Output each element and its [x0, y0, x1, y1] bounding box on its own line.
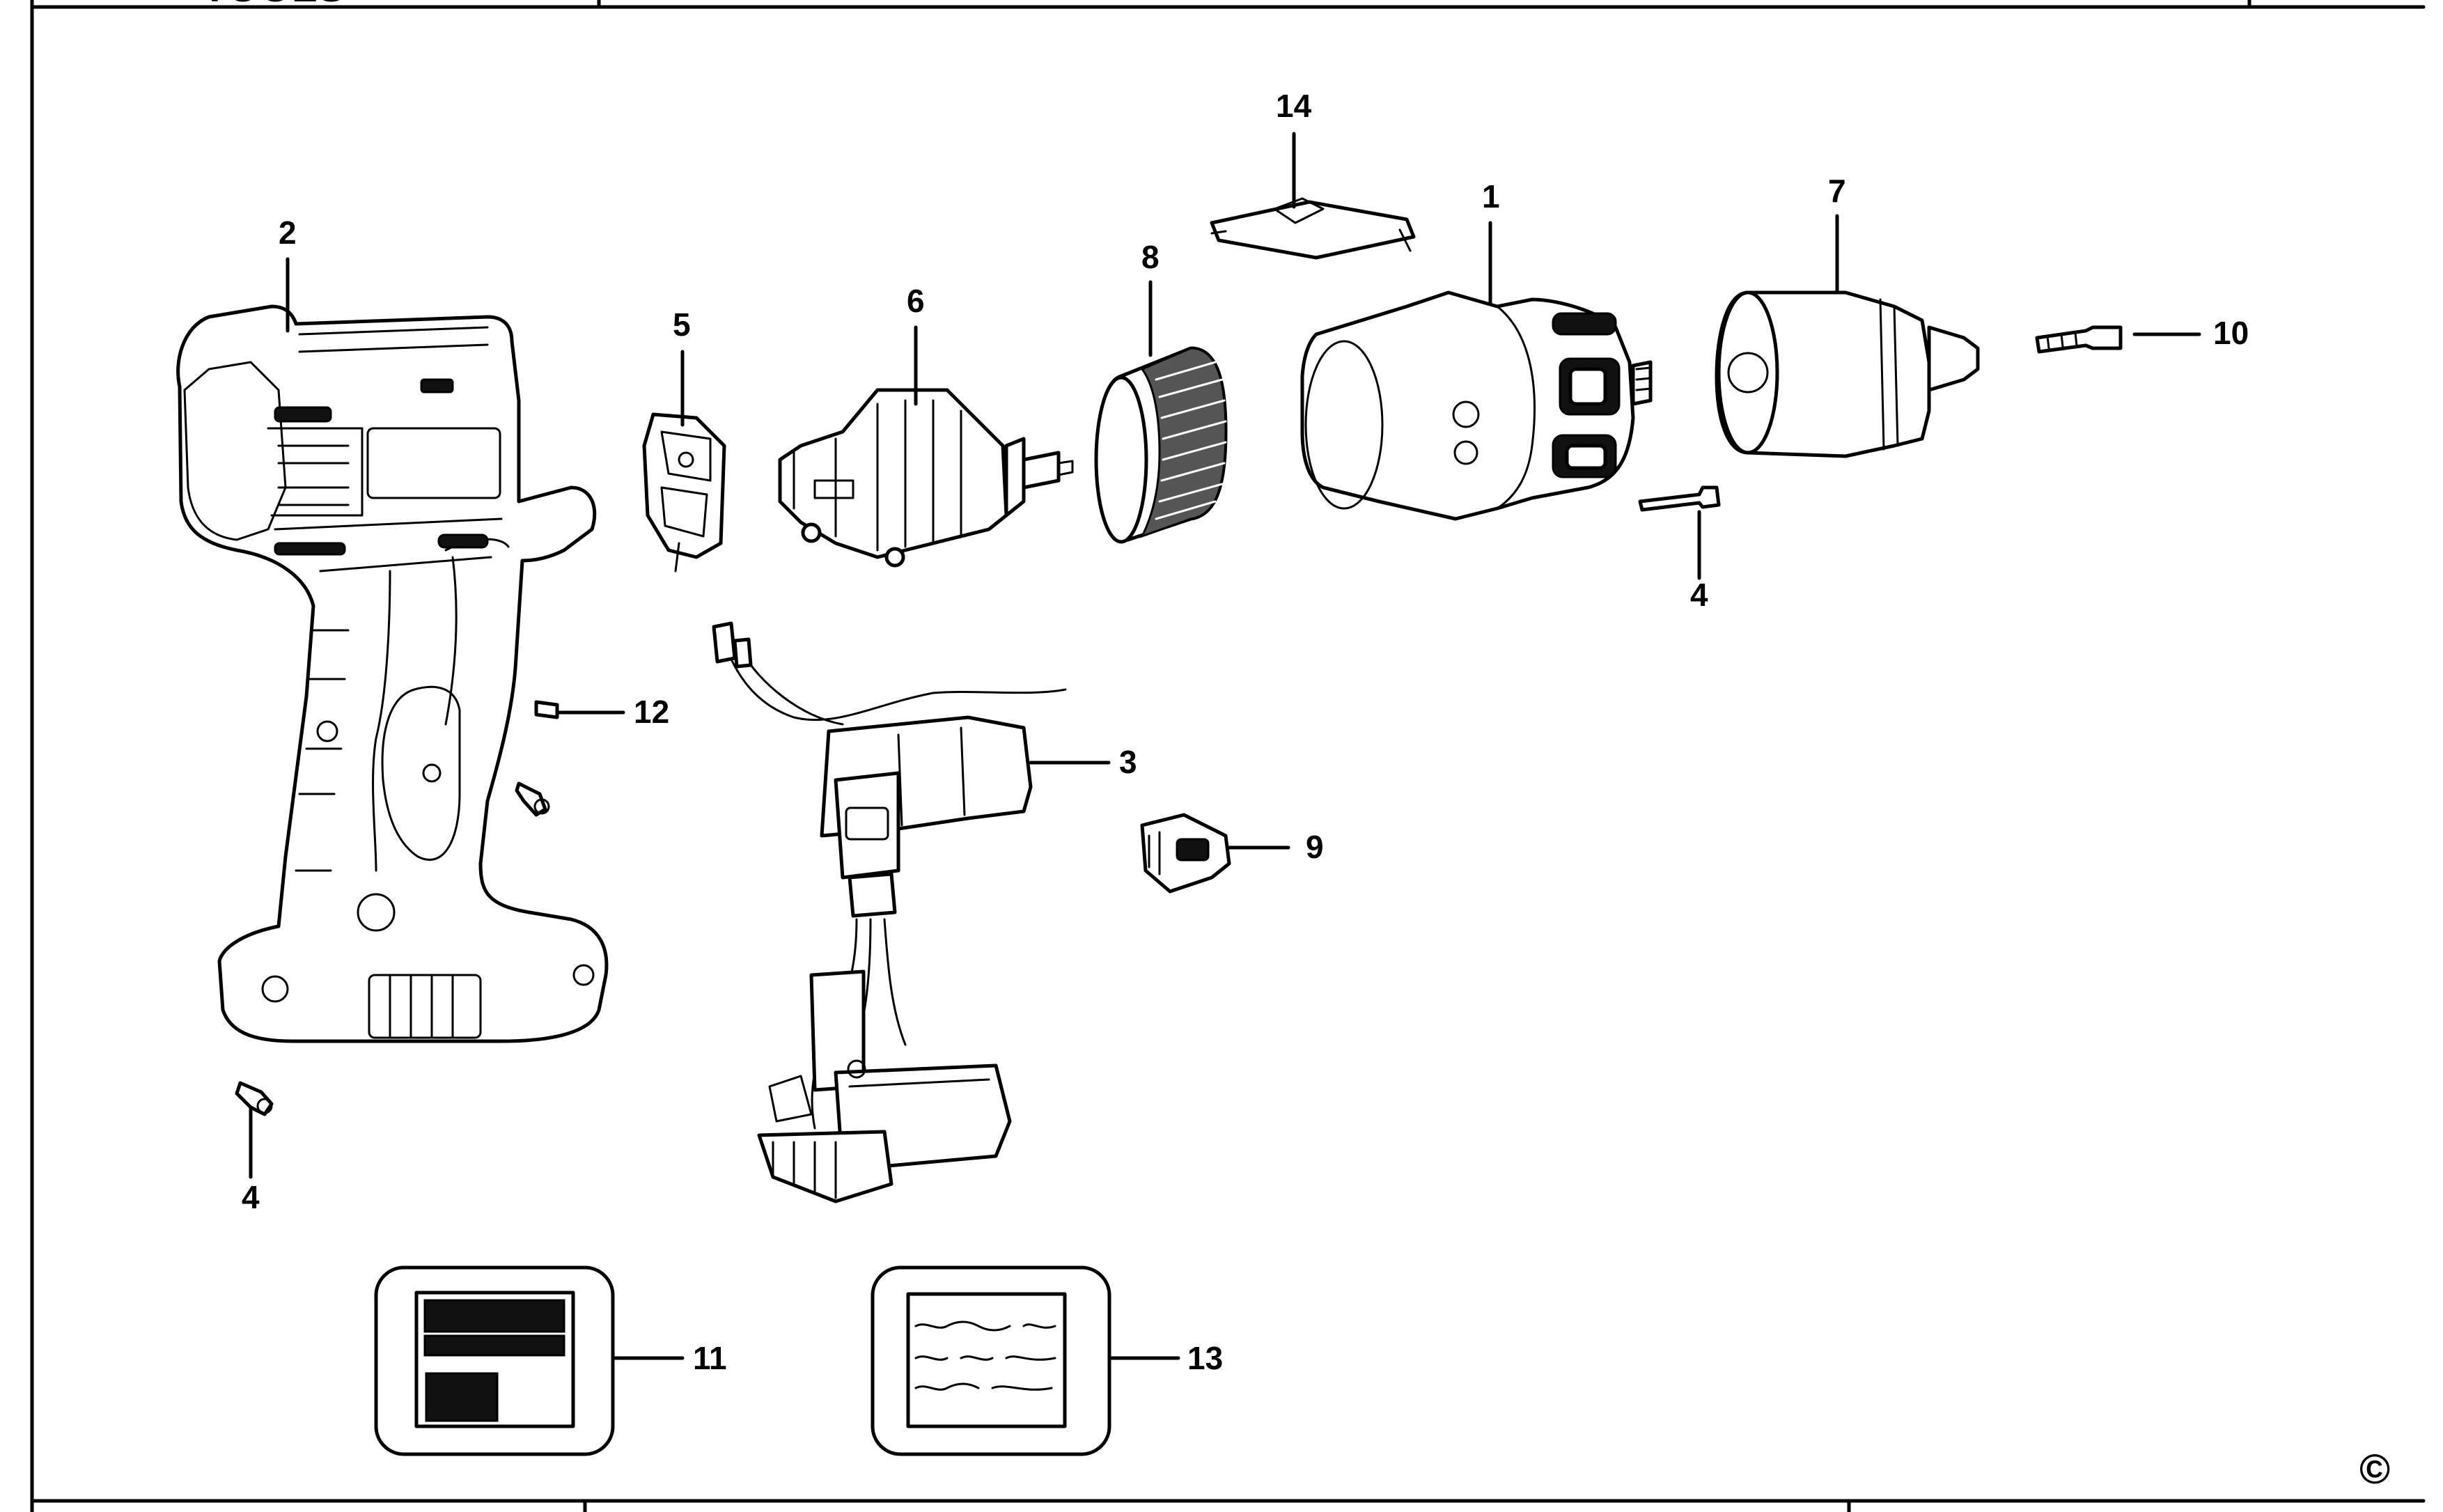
callout-4-lower: 4: [242, 1179, 260, 1215]
field-part: [1094, 346, 1228, 544]
brand-fragment: TOOLS: [202, 0, 345, 10]
callout-8: 8: [1141, 239, 1160, 275]
leader-lines: [249, 132, 2201, 1360]
armature-part: [778, 388, 1074, 568]
callout-9: 6: [907, 283, 925, 319]
callout-7: 7: [1828, 173, 1846, 209]
brush-holder-part: [642, 412, 726, 572]
housing-part: [176, 304, 609, 1043]
gearbox-part: [1300, 290, 1653, 521]
callout-10: 10: [2213, 315, 2249, 351]
clip-part: [1210, 197, 1416, 260]
chuck-screw-part: [2035, 325, 2123, 354]
callout-labels: 14 1 7 10 2 5 6 8 4 12 3 9 4 11 13: [242, 88, 2249, 1376]
callout-11: 11: [693, 1340, 727, 1376]
screw-housing-mid: [515, 781, 550, 817]
callout-1: 1: [1482, 178, 1500, 215]
chuck-part: [1715, 290, 1980, 458]
screw-small-part: [534, 700, 559, 719]
screw-housing-part: [235, 1081, 274, 1116]
callout-5: 5: [673, 306, 691, 343]
switch-wiring-part: [712, 621, 1067, 1203]
screw-chuck-part: [1638, 485, 1721, 512]
callout-3: 3: [1119, 744, 1137, 780]
connector-part: [1140, 813, 1231, 894]
callout-2: 2: [279, 215, 297, 251]
callout-4-upper: 4: [1690, 577, 1708, 613]
callout-6: 9: [1306, 829, 1324, 865]
label-plate-part: [374, 1265, 615, 1456]
callout-12: 12: [634, 694, 669, 730]
callout-13: 13: [1187, 1340, 1223, 1376]
page-frame: TOOLS ©: [30, 0, 2426, 1512]
callout-14: 14: [1276, 88, 1312, 124]
copyright-mark: ©: [2359, 1446, 2390, 1492]
warning-label-part: [871, 1265, 1111, 1456]
